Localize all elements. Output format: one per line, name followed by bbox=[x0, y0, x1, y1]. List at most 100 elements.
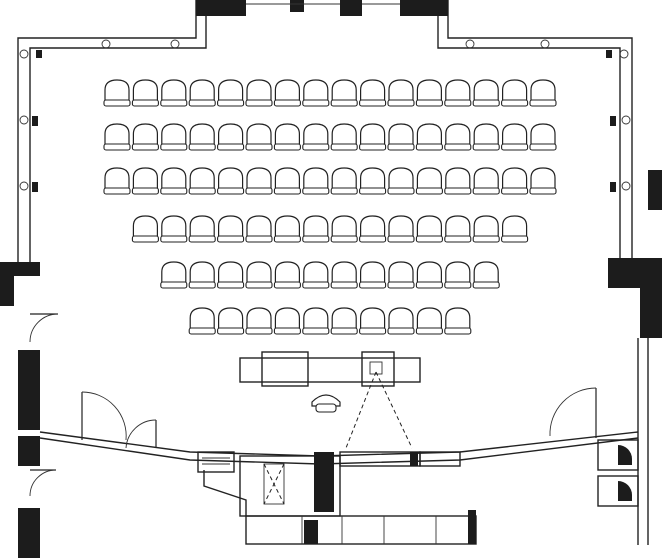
pilaster bbox=[606, 50, 612, 58]
seat-icon bbox=[131, 79, 159, 107]
seat-front-rail bbox=[131, 99, 159, 107]
door-swing-left-upper bbox=[29, 313, 59, 343]
seat-icon bbox=[472, 123, 500, 151]
seat-row bbox=[131, 215, 529, 243]
equipment-rack bbox=[197, 451, 235, 473]
seat-icon bbox=[188, 79, 216, 107]
seat-front-rail bbox=[444, 235, 472, 243]
front-table-area bbox=[239, 351, 421, 449]
seat-front-rail bbox=[160, 143, 188, 151]
seat-front-rail bbox=[444, 187, 472, 195]
seat-icon bbox=[188, 261, 216, 289]
wall-segment-left-b bbox=[0, 276, 14, 306]
seat-front-rail bbox=[330, 99, 358, 107]
column-marker bbox=[540, 39, 550, 49]
seat-icon bbox=[415, 167, 443, 195]
seat-icon bbox=[273, 215, 301, 243]
seat-front-rail bbox=[188, 143, 216, 151]
table-block-left bbox=[261, 351, 309, 387]
seat-icon bbox=[188, 307, 216, 335]
seat-icon bbox=[444, 261, 472, 289]
seat-front-rail bbox=[273, 327, 301, 335]
seat-icon bbox=[330, 261, 358, 289]
seat-icon bbox=[359, 79, 387, 107]
counter-end bbox=[410, 452, 418, 466]
stage-platform bbox=[245, 515, 477, 545]
pilaster bbox=[610, 116, 616, 126]
seat-icon bbox=[387, 123, 415, 151]
seat-icon bbox=[160, 123, 188, 151]
wall-segment-right-b bbox=[640, 288, 662, 338]
seat-front-rail bbox=[472, 235, 500, 243]
seat-icon bbox=[131, 215, 159, 243]
column-marker bbox=[621, 115, 631, 125]
seat-front-rail bbox=[273, 235, 301, 243]
seat-front-rail bbox=[359, 99, 387, 107]
pilaster bbox=[610, 182, 616, 192]
seat-front-rail bbox=[245, 143, 273, 151]
seat-icon bbox=[472, 261, 500, 289]
wall-outline-left-top bbox=[17, 0, 197, 268]
projector-stand bbox=[263, 463, 285, 505]
seat-front-rail bbox=[415, 187, 443, 195]
column-marker bbox=[621, 181, 631, 191]
seat-icon bbox=[245, 261, 273, 289]
seat-front-rail bbox=[415, 99, 443, 107]
seat-icon bbox=[103, 79, 131, 107]
seat-icon bbox=[415, 215, 443, 243]
seat-front-rail bbox=[501, 143, 529, 151]
booth-upper bbox=[597, 439, 639, 471]
seat-front-rail bbox=[415, 235, 443, 243]
wall-segment-left-e bbox=[18, 508, 40, 558]
seat-front-rail bbox=[359, 327, 387, 335]
seat-front-rail bbox=[501, 99, 529, 107]
seat-icon bbox=[245, 79, 273, 107]
seat-front-rail bbox=[245, 187, 273, 195]
seat-front-rail bbox=[103, 143, 131, 151]
seat-icon bbox=[217, 79, 245, 107]
seat-front-rail bbox=[302, 235, 330, 243]
seat-icon bbox=[444, 79, 472, 107]
seat-front-rail bbox=[217, 99, 245, 107]
projection-line-left bbox=[345, 371, 377, 449]
seat-icon bbox=[501, 215, 529, 243]
seat-icon bbox=[444, 215, 472, 243]
seat-front-rail bbox=[217, 187, 245, 195]
seat-front-rail bbox=[472, 143, 500, 151]
pilaster bbox=[32, 116, 38, 126]
seat-front-rail bbox=[529, 143, 557, 151]
seat-front-rail bbox=[415, 143, 443, 151]
seat-icon bbox=[415, 261, 443, 289]
wall-segment-top-left bbox=[196, 0, 246, 16]
stand-cross bbox=[263, 463, 285, 505]
booth-lower bbox=[597, 475, 639, 507]
column-marker bbox=[465, 39, 475, 49]
seat-icon bbox=[103, 167, 131, 195]
seat-icon bbox=[217, 123, 245, 151]
seat-front-rail bbox=[131, 143, 159, 151]
front-partition bbox=[39, 387, 639, 465]
seat-front-rail bbox=[245, 281, 273, 289]
seat-front-rail bbox=[103, 99, 131, 107]
seat-icon bbox=[188, 123, 216, 151]
seat-front-rail bbox=[501, 187, 529, 195]
seat-front-rail bbox=[160, 281, 188, 289]
seat-front-rail bbox=[529, 187, 557, 195]
seating-area bbox=[103, 79, 557, 335]
seat-icon bbox=[330, 123, 358, 151]
seat-front-rail bbox=[188, 327, 216, 335]
seat-icon bbox=[415, 123, 443, 151]
seat-icon bbox=[217, 167, 245, 195]
seat-front-rail bbox=[330, 327, 358, 335]
seat-icon bbox=[387, 79, 415, 107]
lecturer-chair-icon bbox=[311, 394, 341, 407]
wall-segment-right-a bbox=[608, 258, 662, 288]
seat-icon bbox=[273, 307, 301, 335]
seat-icon bbox=[387, 261, 415, 289]
seat-icon bbox=[302, 123, 330, 151]
seat-icon bbox=[415, 79, 443, 107]
door-swing-front-right bbox=[549, 387, 597, 437]
wall-outline-right-top bbox=[447, 0, 633, 262]
